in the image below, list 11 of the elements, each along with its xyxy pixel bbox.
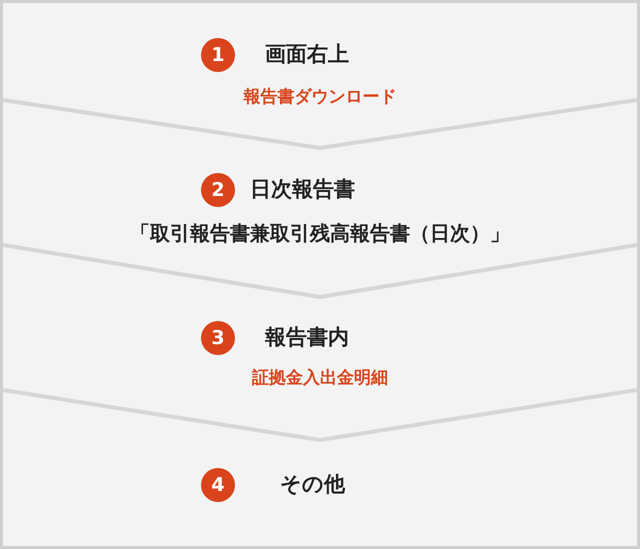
step-title: 画面右上 [265,44,349,65]
step-title: その他 [280,474,345,495]
step-number: 2 [201,173,235,207]
step-detail: 「取引報告書兼取引残高報告書（日次）」 [130,223,510,243]
step-title: 日次報告書 [250,179,355,200]
step-detail: 証拠金入出金明細 [252,370,388,387]
step-number: 4 [201,468,235,502]
step-title: 報告書内 [265,327,349,348]
step-detail: 報告書ダウンロード [244,89,396,106]
step-number: 3 [201,321,235,355]
step-number: 1 [201,38,235,72]
